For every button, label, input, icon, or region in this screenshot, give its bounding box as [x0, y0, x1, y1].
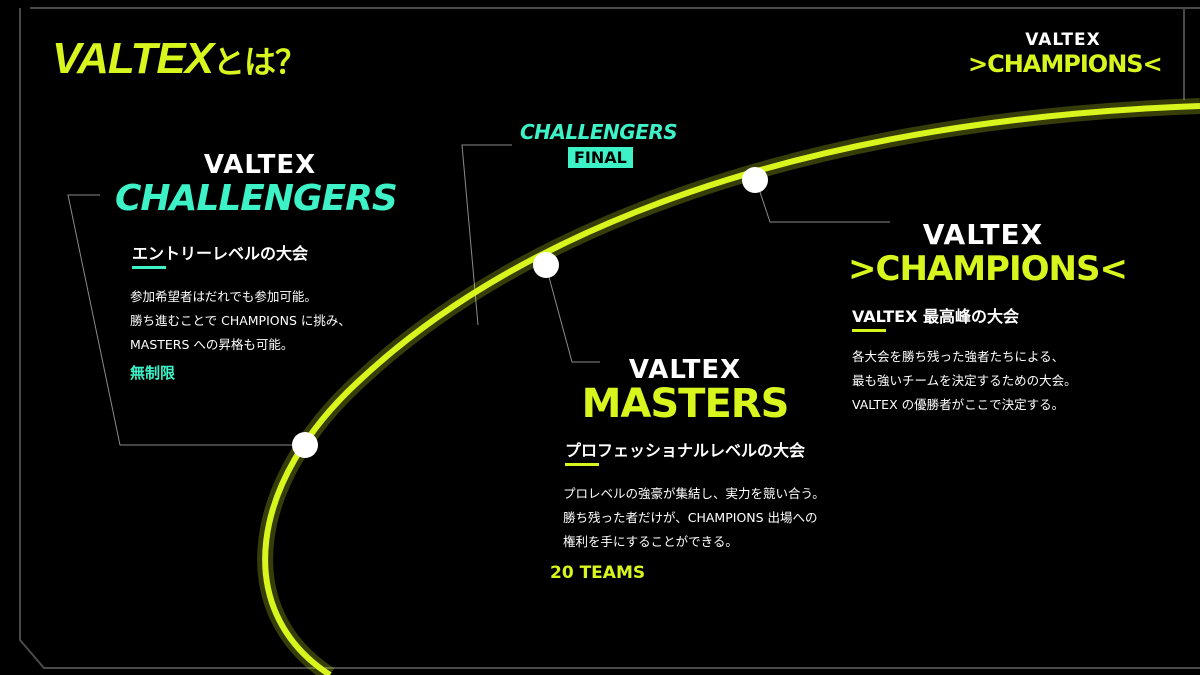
node-champions [742, 167, 768, 193]
final-badge: FINAL [568, 147, 633, 168]
challengers-final-label: CHALLENGERS [520, 120, 678, 144]
masters-section: VALTEX MASTERS [565, 355, 805, 427]
challengers-desc-line: 勝ち進むことで CHAMPIONS に挑み、 [130, 313, 351, 328]
challengers-final-title: CHALLENGERS [520, 120, 678, 144]
corner-champions-logo: VALTEX >CHAMPIONS< [968, 30, 1163, 78]
challengers-description: 参加希望者はだれでも参加可能。 勝ち進むことで CHAMPIONS に挑み、 M… [130, 285, 351, 357]
champions-description: 各大会を勝ち残った強者たちによる、 最も強いチームを決定するための大会。 VAL… [852, 345, 1077, 417]
champions-desc-line: 各大会を勝ち残った強者たちによる、 [852, 349, 1065, 364]
challengers-section: VALTEX CHALLENGERS [115, 150, 415, 219]
masters-count: 20 TEAMS [550, 563, 646, 583]
connector-challengers [67, 194, 300, 446]
masters-logo-top: VALTEX [628, 355, 742, 385]
champions-section: VALTEX >CHAMPIONS< [848, 218, 1128, 289]
masters-underline [565, 463, 599, 466]
masters-desc-line: 権利を手にすることができる。 [563, 534, 738, 549]
node-challengers [292, 432, 318, 458]
challengers-desc-line: 参加希望者はだれでも参加可能。 [130, 289, 317, 304]
connector-final [461, 144, 512, 326]
page-title-suffix: とは？ [213, 43, 307, 81]
champions-logo-top: VALTEX [922, 218, 1044, 251]
champions-desc-line: VALTEX の優勝者がここで決定する。 [852, 397, 1065, 412]
masters-desc-line: プロレベルの強豪が集結し、実力を競い合う。 [563, 486, 825, 501]
champions-subtitle: VALTEX 最高峰の大会 [852, 307, 1019, 326]
challengers-desc-line: MASTERS への昇格も可能。 [130, 337, 294, 352]
progression-curve [262, 103, 1200, 675]
champions-underline [852, 329, 886, 332]
masters-desc-line: 勝ち残った者だけが、CHAMPIONS 出場への [563, 510, 818, 525]
outer-frame [19, 7, 1200, 669]
corner-logo-main: >CHAMPIONS< [968, 50, 1163, 78]
corner-logo-top: VALTEX [1025, 30, 1101, 50]
challengers-underline [132, 266, 166, 269]
node-masters [533, 252, 559, 278]
masters-subtitle: プロフェッショナルレベルの大会 [565, 441, 806, 460]
connector-masters [545, 265, 600, 363]
connector-champions [755, 179, 890, 223]
masters-logo-main: MASTERS [581, 381, 790, 427]
masters-description: プロレベルの強豪が集結し、実力を競い合う。 勝ち残った者だけが、CHAMPION… [563, 482, 825, 554]
page-title-brand: VALTEX [52, 34, 214, 83]
challengers-count: 無制限 [130, 364, 176, 382]
page-title: VALTEXとは？ [52, 34, 307, 84]
champions-desc-line: 最も強いチームを決定するための大会。 [852, 373, 1077, 388]
champions-logo-main: >CHAMPIONS< [848, 249, 1128, 289]
challengers-logo-top: VALTEX [203, 150, 317, 180]
challengers-subtitle: エントリーレベルの大会 [132, 244, 309, 263]
challengers-logo-main: CHALLENGERS [115, 178, 398, 219]
